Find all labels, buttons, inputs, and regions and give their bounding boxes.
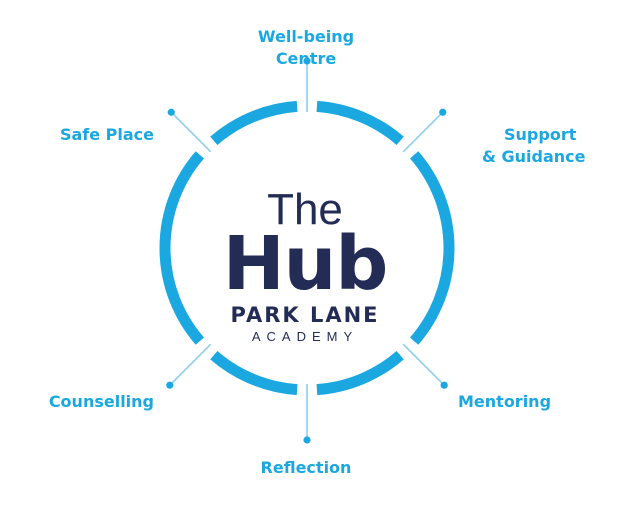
ring-segment: [210, 350, 298, 396]
node-label-counselling: Counselling: [10, 391, 154, 413]
connector-dot-mentoring: [440, 381, 448, 389]
connector-dot-safe-place: [167, 108, 175, 116]
ring-segment: [316, 100, 404, 146]
logo-hub: Hub: [222, 221, 389, 307]
connector-dot-reflection: [303, 436, 311, 444]
node-label-line: Well-being: [257, 27, 355, 46]
node-label-safe-place: Safe Place: [10, 124, 154, 146]
connector-line-counselling: [169, 343, 212, 386]
connector-line-safe-place: [170, 111, 212, 153]
ring-segment: [410, 151, 455, 345]
node-label-line: Support: [504, 125, 577, 144]
node-label-line: Counselling: [48, 392, 154, 411]
ring-segment: [210, 100, 298, 146]
node-label-reflection: Reflection: [236, 457, 376, 479]
connector-dot-support: [439, 108, 447, 116]
connector-line-mentoring: [402, 343, 445, 386]
node-label-line: Reflection: [260, 458, 352, 477]
connector-line-support: [402, 111, 444, 153]
ring-segment: [159, 151, 204, 345]
ring-segment: [316, 350, 404, 396]
logo-the: The: [267, 185, 343, 234]
node-label-mentoring: Mentoring: [458, 391, 598, 413]
node-label-line: Safe Place: [59, 125, 154, 144]
connector-dot-wellbeing: [303, 57, 311, 65]
node-label-line: & Guidance: [482, 147, 586, 166]
node-label-support: Support & Guidance: [482, 124, 622, 168]
node-label-wellbeing: Well-being Centre: [236, 26, 376, 70]
node-label-line: Mentoring: [458, 392, 552, 411]
connector-dot-counselling: [166, 381, 174, 389]
logo-academy: ACADEMY: [251, 329, 359, 344]
logo-park-lane: PARK LANE: [230, 303, 380, 327]
node-label-line: Centre: [275, 49, 337, 68]
